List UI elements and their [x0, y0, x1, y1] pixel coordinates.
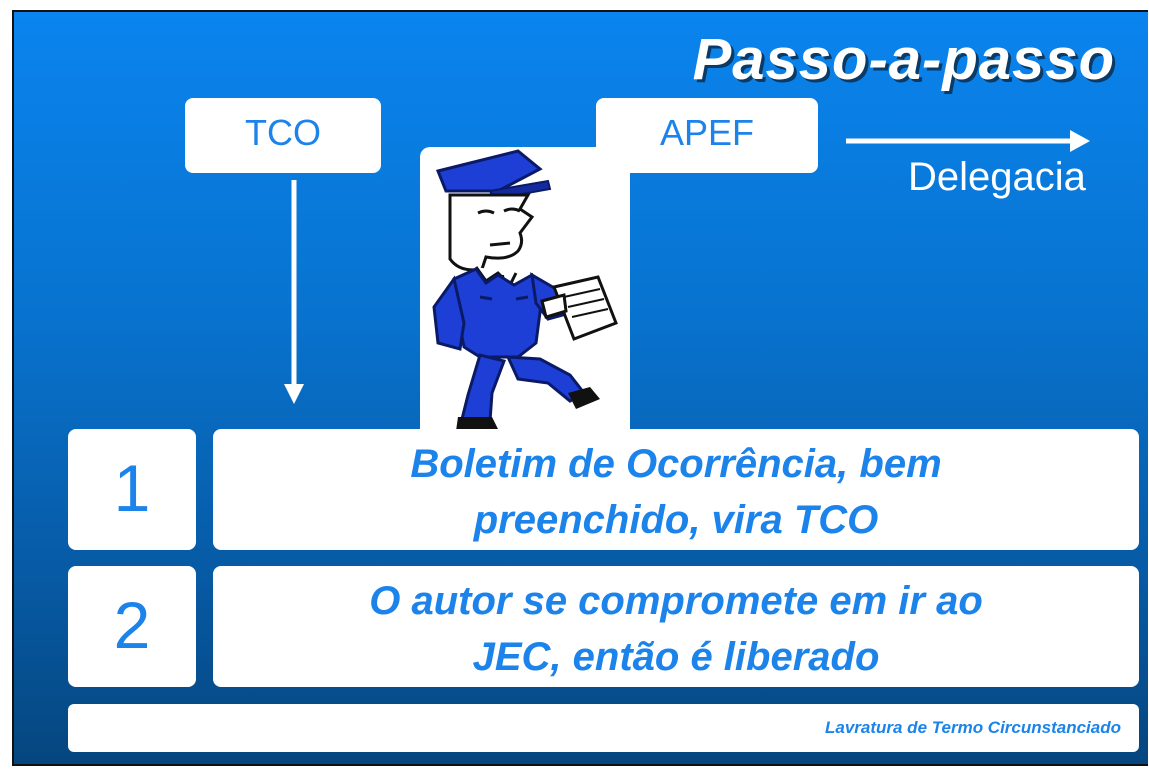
- step-2-text-box: O autor se compromete em ir ao JEC, entã…: [213, 566, 1139, 687]
- step-2-line-1: O autor se compromete em ir ao: [369, 579, 983, 623]
- delegacia-label: Delegacia: [908, 155, 1086, 199]
- step-1-text-box: Boletim de Ocorrência, bem preenchido, v…: [213, 429, 1139, 550]
- step-1-number-box: 1: [68, 429, 196, 550]
- tco-box: TCO: [185, 98, 381, 173]
- step-1-line-2: preenchido, vira TCO: [473, 498, 879, 542]
- footer-text: Lavratura de Termo Circunstanciado: [824, 718, 1121, 737]
- step-2-line-2: JEC, então é liberado: [472, 635, 880, 679]
- tco-label: TCO: [245, 112, 321, 153]
- figure-panel: [420, 147, 630, 439]
- police-officer-clipboard-icon: [432, 149, 618, 431]
- apef-label: APEF: [659, 112, 755, 153]
- step-2-number-box: 2: [68, 566, 196, 687]
- step-2-number: 2: [113, 588, 151, 662]
- apef-box: APEF: [596, 98, 818, 173]
- slide-title: Passo-a-passo: [692, 27, 1115, 92]
- step-1-number: 1: [113, 451, 151, 525]
- step-1-line-1: Boletim de Ocorrência, bem: [410, 442, 942, 486]
- footer-box: Lavratura de Termo Circunstanciado: [68, 704, 1139, 752]
